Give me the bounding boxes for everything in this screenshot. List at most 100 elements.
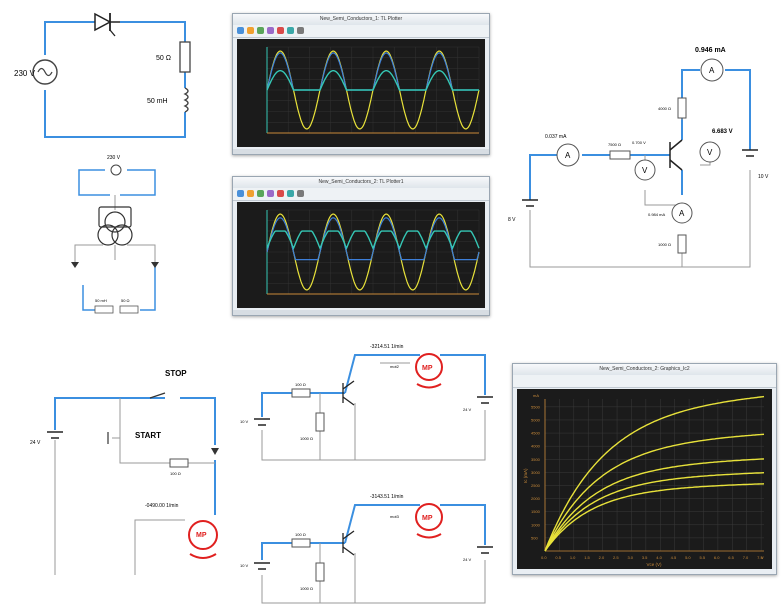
pan-icon[interactable] xyxy=(257,27,264,34)
x-tick-label: 2.5 xyxy=(613,555,619,560)
scope-window-1[interactable]: New_Semi_Conductors_1: TL Plotter xyxy=(232,13,490,155)
cursor-icon[interactable] xyxy=(237,27,244,34)
x-tick-label: 5.5 xyxy=(699,555,705,560)
scope-window-2[interactable]: New_Semi_Conductors_2: TL Plotter1 xyxy=(232,176,490,316)
inductor-symbol xyxy=(183,87,189,113)
y-tick-label: 2000 xyxy=(531,496,541,501)
trace-current xyxy=(266,230,480,250)
y-tick-label: 1500 xyxy=(531,509,541,514)
rectifier-circuit: 230 V 50 Ω 50 mH xyxy=(14,12,191,138)
x-tick-label: 5.0 xyxy=(685,555,691,560)
scope-2-statusbar xyxy=(233,310,489,315)
voltmeter-right-icon xyxy=(699,141,721,163)
x-tick-label: 3.0 xyxy=(627,555,633,560)
ammeter-bottom-value: 0.984 mA xyxy=(648,212,665,217)
x-tick-label: 3.5 xyxy=(642,555,648,560)
inductor-label: 50 mH xyxy=(147,98,168,105)
scope-1-title: New_Semi_Conductors_1: TL Plotter xyxy=(233,14,489,25)
iv-curve-1 xyxy=(544,395,765,552)
settings-icon[interactable] xyxy=(287,27,294,34)
motor-control-2: -3143.51 1/min mot3 10 V 100 Ω 1000 Ω 24… xyxy=(240,494,493,604)
r-top-label: 4000 Ω xyxy=(658,106,671,111)
motor-2-rpm: -3143.51 1/min xyxy=(370,494,404,500)
transformer-r2-label: 50 Ω xyxy=(121,298,130,303)
grid-icon[interactable] xyxy=(267,190,274,197)
motor-start-source: 24 V xyxy=(30,440,41,446)
scope-2-plot[interactable] xyxy=(237,202,485,308)
svg-text:V: V xyxy=(707,148,713,157)
voltmeter-mid-value: 0.700 V xyxy=(632,140,646,145)
grid-icon[interactable] xyxy=(267,27,274,34)
svg-text:MP: MP xyxy=(422,365,433,372)
motor-icon[interactable]: MP xyxy=(188,520,218,559)
svg-text:A: A xyxy=(565,151,571,160)
transistor-icon xyxy=(342,380,355,406)
r-emitter-label: 1000 Ω xyxy=(658,242,671,247)
ammeter-top-value: 0.946 mA xyxy=(695,47,726,54)
zoom-icon[interactable] xyxy=(247,27,254,34)
source-left-label: 8 V xyxy=(508,217,516,223)
help-icon[interactable] xyxy=(297,27,304,34)
motor-2-src-left: 10 V xyxy=(240,563,249,568)
y-tick-label: 2500 xyxy=(531,483,541,488)
thyristor-icon xyxy=(94,12,120,37)
transformer-circuit: 230 V 50 mH 50 Ω xyxy=(71,155,159,314)
motor-2-icon[interactable]: MP xyxy=(415,503,443,539)
x-tick-label: 0.0 xyxy=(541,555,547,560)
y-tick-label: 5000 xyxy=(531,417,541,422)
stop-label[interactable]: STOP xyxy=(165,369,187,378)
iv-curve-5 xyxy=(544,483,765,552)
r-base-label: 7500 Ω xyxy=(608,142,621,147)
export-icon[interactable] xyxy=(277,190,284,197)
zoom-icon[interactable] xyxy=(247,190,254,197)
transistor-icon xyxy=(669,139,683,171)
help-icon[interactable] xyxy=(297,190,304,197)
transformer-source-label: 230 V xyxy=(107,155,121,161)
export-icon[interactable] xyxy=(277,27,284,34)
x-tick-label: 1.5 xyxy=(584,555,590,560)
ammeter-left-value: 0.037 mA xyxy=(545,134,567,140)
transistor-circuit: A A V V A 0.946 mA 0.037 mA 6.683 V 0.70… xyxy=(508,47,769,268)
resistor-symbol xyxy=(179,41,191,73)
transformer-r1-label: 50 mH xyxy=(95,298,107,303)
y-tick-label: 3500 xyxy=(531,457,541,462)
scope-1-statusbar xyxy=(233,149,489,154)
y-axis-label: Ic (mA) xyxy=(523,468,528,483)
y-tick-label: 500 xyxy=(531,535,538,540)
svg-text:MP: MP xyxy=(196,532,207,539)
graph-toolbar xyxy=(513,375,776,388)
motor-1-icon[interactable]: MP xyxy=(415,353,443,389)
iv-curve-4 xyxy=(544,472,765,552)
trace-current xyxy=(266,70,479,91)
scope-1-toolbar xyxy=(233,25,489,38)
voltmeter-mid-icon xyxy=(634,159,656,181)
diode-left-icon xyxy=(71,262,79,268)
svg-text:A: A xyxy=(679,209,685,218)
motor-1-id: mot2 xyxy=(390,364,400,369)
transformer-icon xyxy=(97,206,133,246)
transistor-icon xyxy=(342,530,355,556)
x-unit-label: V xyxy=(761,555,764,560)
ammeter-bottom-icon xyxy=(671,202,693,224)
resistor-label: 50 Ω xyxy=(156,55,171,62)
motor-1-src-right: 24 V xyxy=(463,407,472,412)
voltmeter-right-value: 6.683 V xyxy=(712,129,733,135)
x-tick-label: 0.5 xyxy=(555,555,561,560)
x-tick-label: 7.0 xyxy=(743,555,749,560)
source-voltage-label: 230 V xyxy=(14,69,36,78)
scope-1-plot[interactable] xyxy=(237,39,485,147)
settings-icon[interactable] xyxy=(287,190,294,197)
y-tick-label: 4000 xyxy=(531,444,541,449)
y-tick-label: 5500 xyxy=(531,404,541,409)
pan-icon[interactable] xyxy=(257,190,264,197)
motor-1-r2: 1000 Ω xyxy=(300,436,313,441)
cursor-icon[interactable] xyxy=(237,190,244,197)
iv-curve-3 xyxy=(544,458,765,552)
x-tick-label: 1.0 xyxy=(570,555,576,560)
motor-start-circuit: STOP START 24 V 100 Ω -0490.00 1/min MP xyxy=(30,369,219,575)
start-label[interactable]: START xyxy=(135,431,161,440)
diode-right-icon xyxy=(151,262,159,268)
motor-1-r1: 100 Ω xyxy=(295,382,306,387)
